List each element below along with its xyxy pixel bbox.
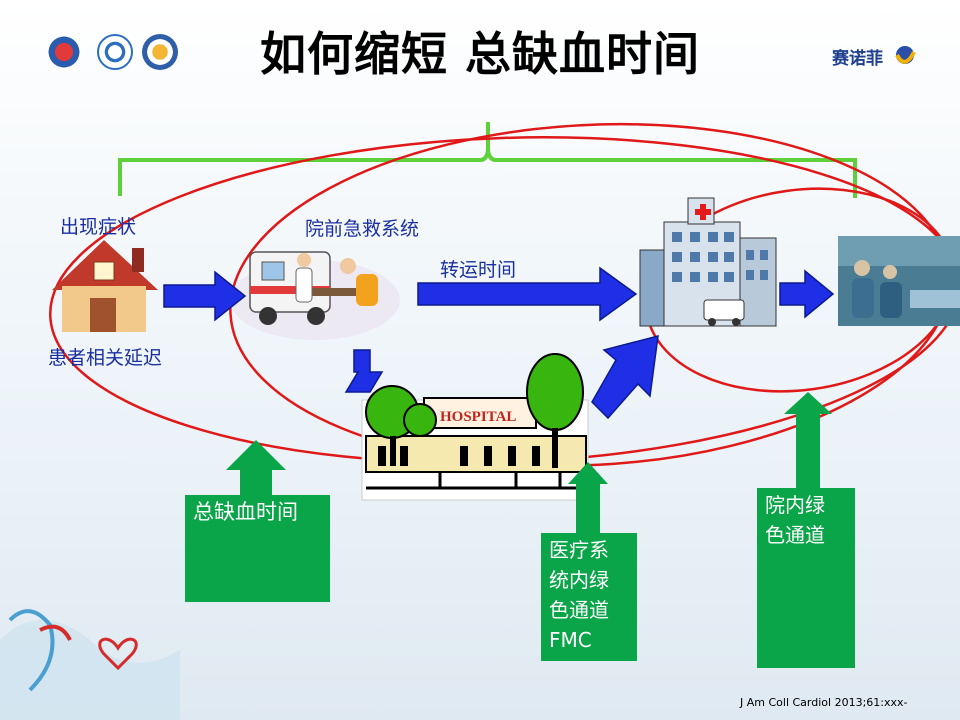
house-icon	[52, 240, 158, 332]
pci-hospital-icon	[639, 197, 777, 327]
slide-title: 如何缩短 总缺血时间	[259, 27, 700, 81]
box-fmc-green-channel: 医疗系 统内绿 色通道 FMC	[541, 533, 637, 661]
label-ems: 院前急救系统	[305, 218, 420, 240]
heart-association-logo	[46, 34, 82, 70]
timeline-brace	[118, 122, 857, 198]
arrow-fmc	[568, 462, 608, 534]
label-transport-time: 转运时间	[440, 259, 517, 281]
cath-lab-photo	[838, 236, 960, 326]
hospital-sign-text: HOSPITAL	[440, 409, 516, 425]
brand-logo-text: 赛诺菲	[832, 49, 883, 69]
citation-text: J Am Coll Cardiol 2013;61:xxx-	[740, 696, 908, 709]
arrow-to-cathlab	[779, 269, 835, 319]
box-total-ischemic-time: 总缺血时间	[185, 495, 330, 602]
label-symptom-onset: 出现症状	[60, 216, 137, 238]
box-in-hospital-green-channel: 院内绿 色通道	[757, 488, 855, 668]
arrow-transport	[417, 266, 638, 322]
ambulance-icon	[230, 251, 400, 340]
hospital-logo	[97, 34, 133, 70]
local-hospital-icon	[361, 353, 589, 501]
arrow-in-hospital	[784, 392, 832, 488]
arrow-ems-to-local	[344, 349, 384, 393]
arrow-local-to-pci	[591, 334, 659, 420]
arrow-house-to-ems	[163, 270, 247, 322]
label-patient-delay: 患者相关延迟	[48, 347, 163, 369]
society-seal-logo	[142, 34, 178, 70]
arrow-total-ischemic	[226, 440, 286, 496]
